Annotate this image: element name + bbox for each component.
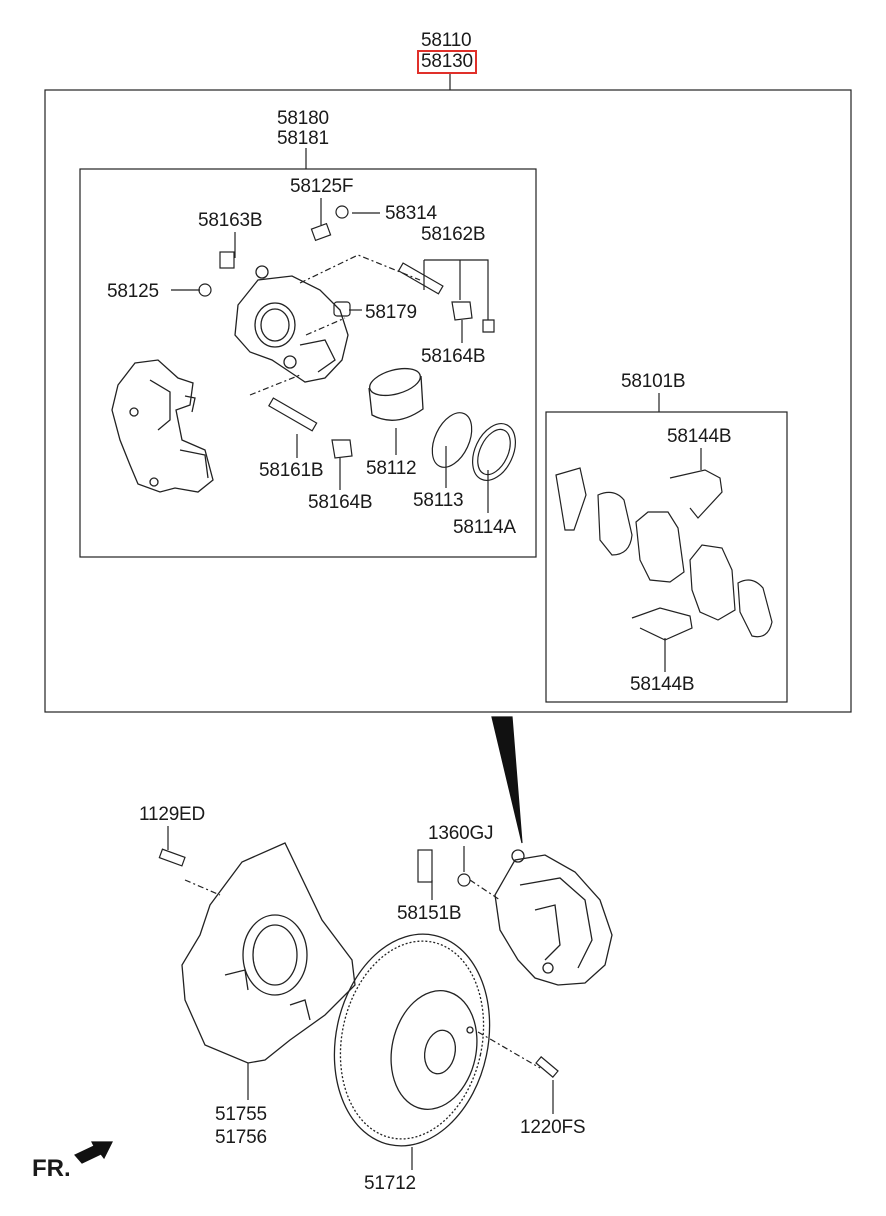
pad-kit-box [545,411,788,703]
caliper-assembly-box [44,89,852,713]
part-label-1129ED: 1129ED [139,804,206,825]
front-arrow [74,1141,113,1164]
part-label-58151B: 58151B [397,903,462,924]
guide-pin-upper [397,262,444,295]
bushing-upper [451,301,473,321]
part-label-51712: 51712 [364,1173,416,1194]
dust-shield [181,842,356,1064]
pin-boot [333,301,351,317]
caliper-bolt [417,849,433,883]
part-label-1360GJ: 1360GJ [428,823,494,844]
part-label-58113: 58113 [413,490,464,511]
assembly-pointer [491,716,523,844]
shield-bolt [158,848,186,867]
caliper-body-box [79,168,537,558]
part-label-58164B: 58164B [421,346,486,367]
part-label-58110: 58110 [421,30,472,51]
part-label-58125: 58125 [107,281,159,302]
bleeder-screw [310,222,332,242]
part-label-58164B-lower: 58164B [308,492,373,513]
part-label-58180: 58180 [277,108,329,129]
guide-pin-lower [268,397,318,432]
part-label-58314: 58314 [385,203,437,224]
piston-seal [431,412,473,468]
part-label-1220FS: 1220FS [520,1117,586,1138]
part-label-58161B: 58161B [259,460,324,481]
part-label-58125F: 58125F [290,176,354,197]
part-label-58101B: 58101B [621,371,686,392]
piston [368,367,424,421]
bleeder-cap [335,205,349,219]
part-label-58163B: 58163B [198,210,263,231]
brake-disc [333,933,491,1147]
part-label-51755: 51755 [215,1104,267,1125]
caliper-assembled [494,849,613,986]
disc-screw [535,1056,559,1078]
piston-boot [472,423,516,481]
part-label-58130[interactable]: 58130 [417,50,477,74]
plug [198,283,212,297]
caliper-bracket [111,359,214,493]
caliper-housing [234,265,349,383]
part-label-58144B-upper: 58144B [667,426,732,447]
bushing-lower [331,439,353,459]
part-label-58114A: 58114A [453,517,516,538]
part-label-58162B: 58162B [421,224,486,245]
mounting-bolt [219,251,235,269]
cap-small [482,319,495,333]
front-direction-label: FR. [32,1155,71,1182]
part-label-51756: 51756 [215,1127,267,1148]
part-label-58112: 58112 [366,458,417,479]
part-label-58179: 58179 [365,302,417,323]
pad-kit [555,467,773,641]
part-label-58181: 58181 [277,128,329,149]
part-label-58144B-lower: 58144B [630,674,695,695]
washer [457,873,471,887]
